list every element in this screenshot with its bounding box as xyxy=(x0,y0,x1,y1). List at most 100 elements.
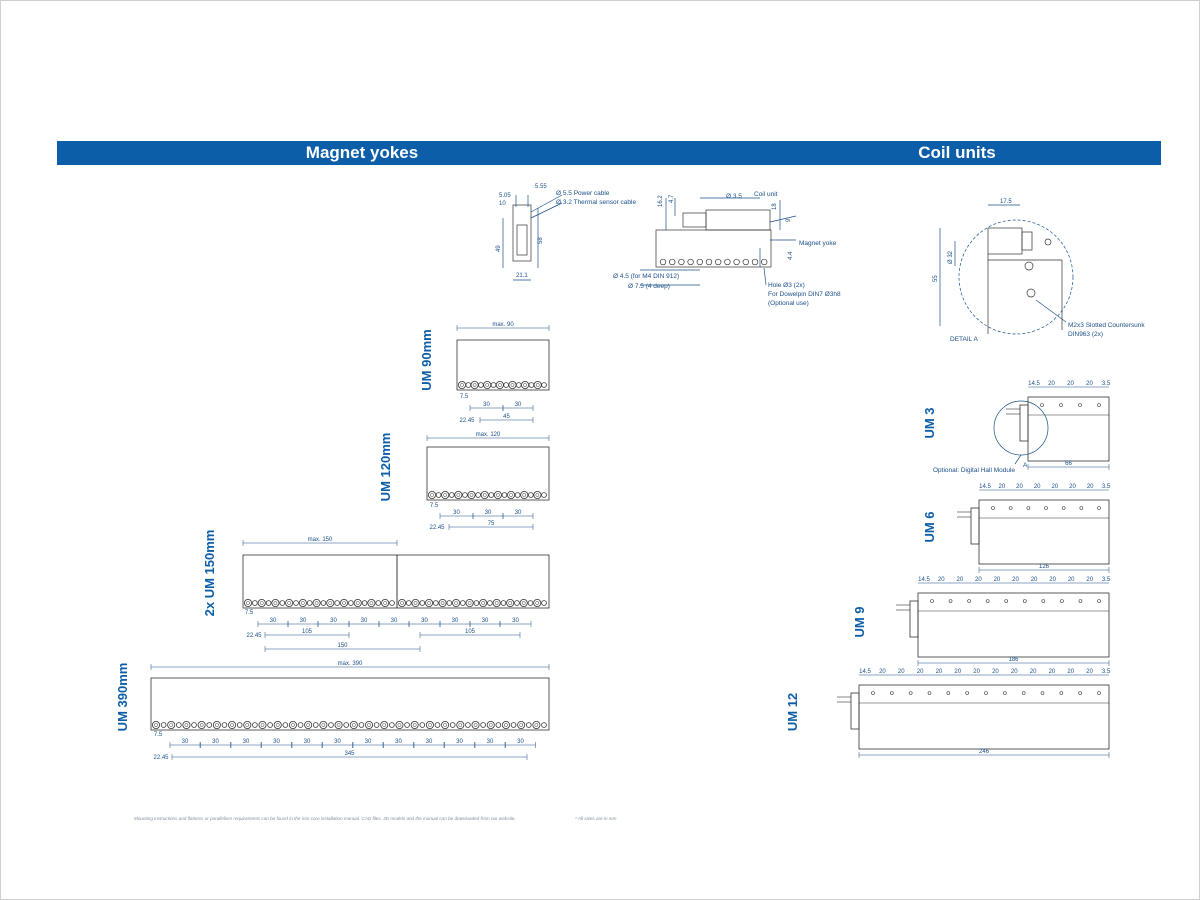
magnet-hole-inner xyxy=(454,601,458,605)
dim-um150-150-label: 150 xyxy=(337,643,348,649)
coil-um9-dim-20-4: 20 xyxy=(1012,577,1019,583)
magnet-hole-inner xyxy=(169,723,174,727)
magnet-hole xyxy=(533,490,542,499)
magnet-hole xyxy=(500,600,507,606)
magnet-hole-inner xyxy=(367,723,371,727)
dim-4-7: 4.7 xyxy=(669,194,675,203)
magnet-hole xyxy=(273,721,282,730)
coil-um6-dim-20-5: 20 xyxy=(1087,484,1094,490)
magnet-hole xyxy=(320,600,327,606)
dim-49: 49 xyxy=(496,245,502,252)
magnet-hole xyxy=(507,490,516,499)
magnet-hole xyxy=(434,722,441,728)
yoke-hole xyxy=(659,258,667,266)
coil-um3-body xyxy=(1027,396,1110,462)
magnet-hole xyxy=(279,600,286,606)
magnet-hole-inner xyxy=(467,601,472,605)
coil-um6-total-label: 126 xyxy=(1039,564,1050,570)
magnet-hole xyxy=(419,722,426,728)
dim-18: 18 xyxy=(772,203,778,210)
magnet-hole xyxy=(471,721,480,730)
magnet-hole xyxy=(465,382,472,388)
dim-um390-30-6-label: 30 xyxy=(365,739,372,745)
dim-um150-30-8-label: 30 xyxy=(512,618,519,624)
yoke-um150-b xyxy=(396,554,550,609)
magnet-hole xyxy=(448,492,455,498)
dim-um390-30-8-label: 30 xyxy=(426,739,433,745)
note-hole-1: Hole Ø3 (2x) xyxy=(768,282,805,289)
detail-a-view xyxy=(939,204,1074,335)
front-view-holes xyxy=(659,258,768,266)
magnet-hole-inner xyxy=(522,493,527,497)
note-deep: Ø 7.5 (4 deep) xyxy=(628,283,670,290)
magnet-hole-inner xyxy=(215,723,219,727)
coil-um6-dim-3-5: 3.5 xyxy=(1102,484,1111,490)
magnet-hole xyxy=(433,600,439,606)
coil-um9-dim-20-3: 20 xyxy=(994,577,1001,583)
magnet-hole xyxy=(334,600,340,606)
magnet-hole-inner xyxy=(497,383,502,387)
magnet-hole xyxy=(438,599,447,608)
magnet-hole xyxy=(488,492,495,498)
magnet-hole xyxy=(521,380,530,389)
coil-um12-dim-3-5: 3.5 xyxy=(1102,669,1111,675)
label-um150: 2x UM 150mm xyxy=(202,530,217,617)
footnote-sizes: * All sizes are in mm xyxy=(575,816,617,821)
magnet-hole xyxy=(435,492,442,498)
magnet-hole xyxy=(533,380,542,389)
magnet-hole xyxy=(267,722,273,728)
coil-um12-dim-20-7: 20 xyxy=(1011,669,1018,675)
dim-phi-32: Ø 32 xyxy=(948,250,954,264)
dim-um390-30-7-label: 30 xyxy=(395,739,402,745)
coil-um12-dim-20-0: 20 xyxy=(879,669,886,675)
coil-um12-dim-20-4: 20 xyxy=(954,669,961,675)
coil-um12-dim-20-8: 20 xyxy=(1030,669,1037,675)
dim-um390-30-9-label: 30 xyxy=(456,739,463,745)
note-m4: Ø 4.5 (for M4 DIN 912) xyxy=(613,273,679,280)
dim-um120-75-label: 75 xyxy=(488,521,495,527)
magnet-hole-inner xyxy=(481,601,485,605)
magnet-hole xyxy=(380,721,389,730)
coil-um3-total-label: 66 xyxy=(1065,461,1072,467)
magnet-hole-inner xyxy=(504,723,508,727)
magnet-hole xyxy=(389,722,395,728)
dim-um390-22-45: 22.45 xyxy=(153,755,169,761)
coil-hole xyxy=(1059,691,1064,695)
magnet-hole xyxy=(514,600,520,606)
magnet-hole xyxy=(304,721,313,730)
yoke-hole xyxy=(669,258,676,266)
magnet-hole xyxy=(441,721,450,730)
magnet-hole xyxy=(441,490,450,499)
dim-21-1: 21.1 xyxy=(516,273,528,279)
coil-hole xyxy=(1097,691,1101,695)
magnet-hole xyxy=(514,492,521,498)
magnet-hole-inner xyxy=(412,723,417,727)
coil-hole xyxy=(1061,506,1066,510)
note-coil-unit: Coil unit xyxy=(754,191,778,198)
magnet-hole xyxy=(427,490,436,499)
magnet-hole xyxy=(252,722,258,728)
magnet-hole xyxy=(460,600,466,606)
magnet-hole xyxy=(480,722,486,728)
magnet-hole xyxy=(528,492,534,498)
magnet-hole xyxy=(258,721,267,730)
magnet-hole-inner xyxy=(154,723,158,727)
label-um9: UM 9 xyxy=(852,606,867,637)
dim-um90-22-45: 22.45 xyxy=(459,418,475,424)
coil-um9-dim-20-8: 20 xyxy=(1086,577,1093,583)
magnet-hole-inner xyxy=(336,723,341,727)
coil-um6-connector xyxy=(970,507,980,545)
magnet-hole xyxy=(517,721,526,730)
coil-hole xyxy=(946,691,951,695)
side-view-detail xyxy=(502,194,563,281)
magnet-hole-inner xyxy=(523,383,527,387)
magnet-hole-inner xyxy=(519,723,524,727)
magnet-hole xyxy=(506,599,515,608)
magnet-hole-inner xyxy=(428,723,432,727)
dim-um390-30-10-label: 30 xyxy=(487,739,494,745)
coil-um12-dim-20-1: 20 xyxy=(898,669,905,675)
coil-hole xyxy=(965,691,969,695)
